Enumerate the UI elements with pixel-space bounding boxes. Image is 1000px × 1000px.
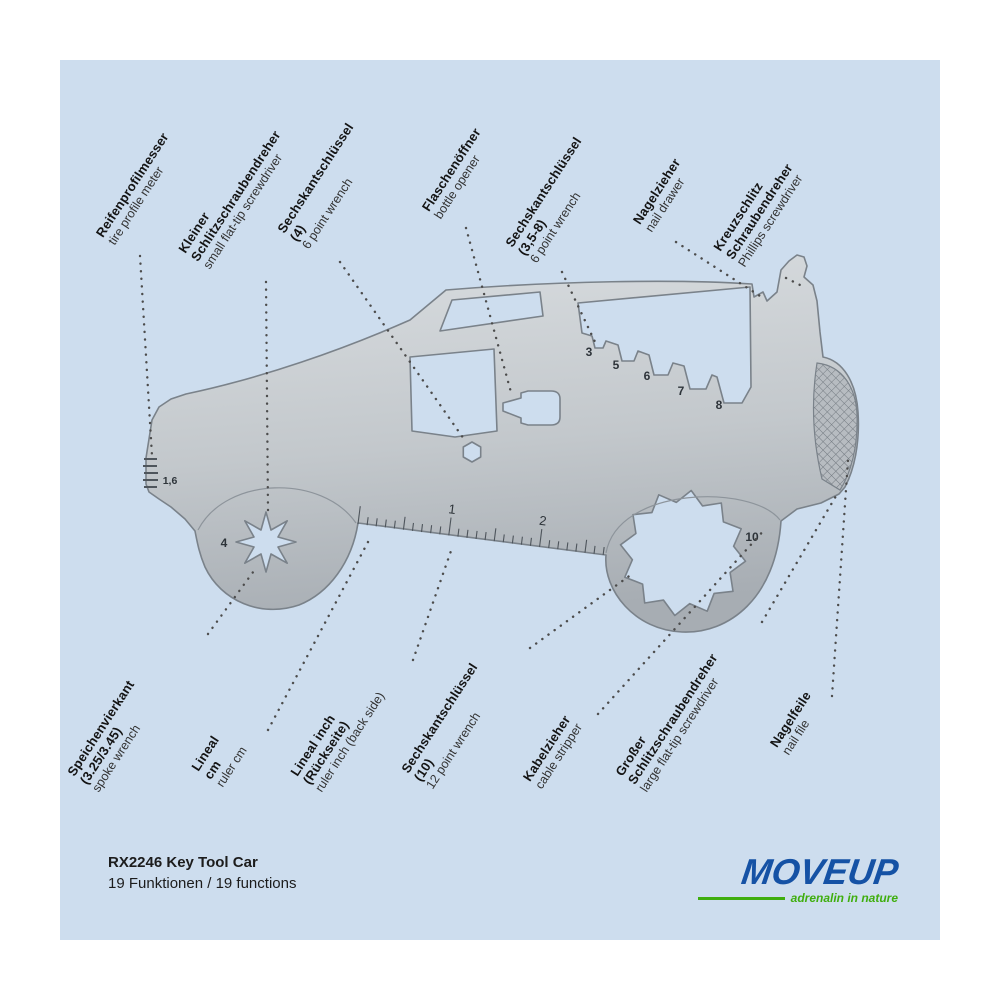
ruler-tick [520,536,523,545]
ruler-tick [375,518,378,527]
ruler-tick [602,546,605,556]
ruler-tick [539,529,543,548]
tread-gauge-ribs [143,458,158,488]
ruler-tick [593,545,596,554]
leader-nail-drawer [674,240,762,298]
ruler-tick [575,543,578,552]
moveup-logo: MOVEUP adrenalin in nature [695,851,901,905]
leader-ruler-inch [411,546,454,662]
ruler-number-1: 1 [448,501,457,517]
ruler-cm: 1 2 [357,501,605,556]
logo-up-text: UP [845,851,901,892]
ruler-tick [475,530,478,539]
ruler-tick [430,525,433,534]
ruler-tick [457,528,460,537]
marking-tread-depth: 1,6 [163,475,178,487]
nail-file-texture [812,362,858,491]
logo-tagline: adrenalin in nature [790,891,898,905]
car-tool-body [145,254,860,633]
ruler-tick [502,534,505,543]
leader-hex-4 [338,260,468,444]
ruler-tick [402,516,406,530]
ruler-number-2: 2 [538,513,547,529]
ruler-tick [411,522,415,531]
marking-hex-7: 7 [678,384,685,398]
marking-hex-8: 8 [716,398,723,412]
logo-move-text: MOVE [739,851,851,892]
marking-hex-6: 6 [644,369,651,383]
ruler-tick [548,540,551,549]
ruler-tick [357,506,361,525]
ruler-tick [466,529,469,538]
product-function-count: 19 Funktionen / 19 functions [108,875,297,892]
leader-small-flat-screwdriver [264,280,270,512]
ruler-tick [566,542,569,551]
product-title: RX2246 Key Tool Car [108,854,258,871]
marking-hex-3: 3 [586,345,593,359]
leader-bottle-opener [464,226,514,398]
logo-wordmark: MOVEUP [695,851,901,892]
ruler-tick [384,519,387,528]
marking-spoke-4: 4 [221,536,228,550]
leader-large-flat-screwdriver [760,494,838,624]
leader-nail-file [830,458,850,698]
ruler-tick [393,520,396,529]
ruler-tick [557,541,560,550]
marking-hex-5: 5 [613,358,620,372]
logo-green-line [698,896,785,900]
leader-lines [138,226,850,732]
leader-tire-profile [138,254,154,458]
ruler-tick [420,524,424,533]
leader-ruler-cm [266,540,370,732]
ruler-tick [484,532,487,541]
ruler-tick [439,526,442,535]
ruler-tick [448,517,452,536]
rear-wheel-arch-line [605,496,781,554]
ruler-tick [529,537,532,546]
tool-markings: 1,6 4 3 5 6 7 8 10 [163,345,759,550]
leader-hex-10 [528,572,634,650]
product-info: RX2246 Key Tool Car 19 Funktionen / 19 f… [108,852,296,894]
ruler-tick [511,535,514,544]
ruler-tick [366,517,369,526]
marking-gear-10: 10 [745,530,759,544]
logo-tagline-row: adrenalin in nature [698,891,898,905]
front-wheel-arch-line [197,487,357,531]
ruler-tick [493,528,497,542]
ruler-tick [584,539,588,553]
leader-spoke-wrench [206,566,258,636]
